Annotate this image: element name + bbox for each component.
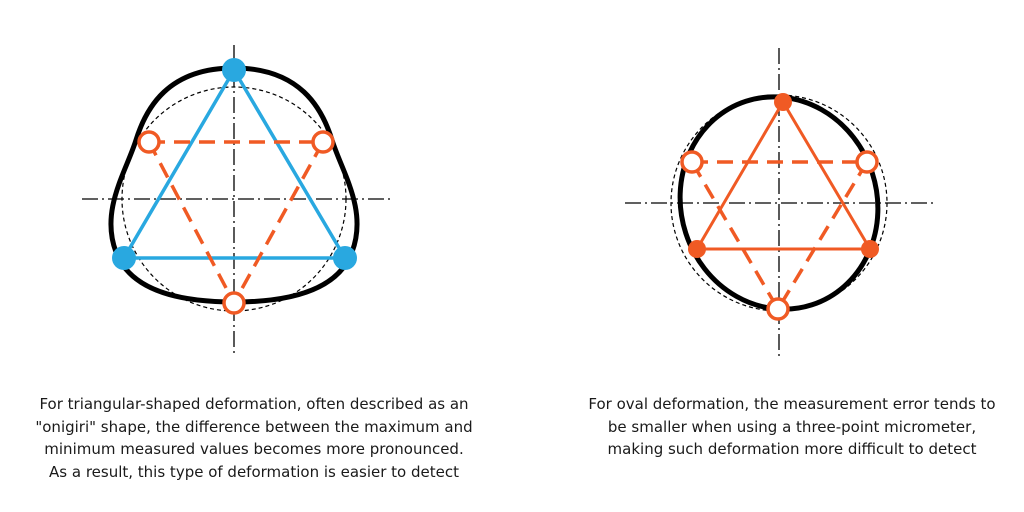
orange-open-point-left xyxy=(137,130,161,154)
left-caption: For triangular-shaped deformation, often… xyxy=(0,393,508,483)
blue-contact-point-left xyxy=(112,246,136,270)
orange-open-point-right-right-fig xyxy=(855,150,879,174)
blue-measurement-triangle xyxy=(122,68,347,260)
orange-open-point-bottom-right-fig xyxy=(766,297,790,321)
orange-open-point-left-right-fig xyxy=(680,150,704,174)
orange-contact-point-right xyxy=(861,240,879,258)
orange-open-point-right xyxy=(311,130,335,154)
right-figure xyxy=(625,48,935,360)
right-caption-line: For oval deformation, the measurement er… xyxy=(588,395,996,413)
orange-contact-point-top xyxy=(774,93,792,111)
blue-contact-point-right xyxy=(333,246,357,270)
orange-contact-point-left xyxy=(688,240,706,258)
deformation-diagram xyxy=(82,45,935,360)
oval-outline xyxy=(677,94,881,312)
orange-open-point-bottom xyxy=(222,291,246,315)
orange-solid-triangle xyxy=(695,100,872,251)
orange-dashed-triangle xyxy=(147,140,325,305)
left-caption-line: For triangular-shaped deformation, often… xyxy=(39,395,469,413)
blue-contact-point-top xyxy=(222,58,246,82)
right-caption-line: be smaller when using a three-point micr… xyxy=(607,417,977,436)
right-caption-line: making such deformation more difficult t… xyxy=(607,440,977,458)
left-caption-line: "onigiri" shape, the difference between … xyxy=(35,417,473,436)
orange-dashed-triangle-right xyxy=(690,160,869,311)
left-figure xyxy=(82,45,390,355)
right-caption: For oval deformation, the measurement er… xyxy=(528,393,1024,461)
left-caption-line: As a result, this type of deformation is… xyxy=(49,462,459,481)
left-caption-line: minimum measured values becomes more pro… xyxy=(44,440,464,458)
